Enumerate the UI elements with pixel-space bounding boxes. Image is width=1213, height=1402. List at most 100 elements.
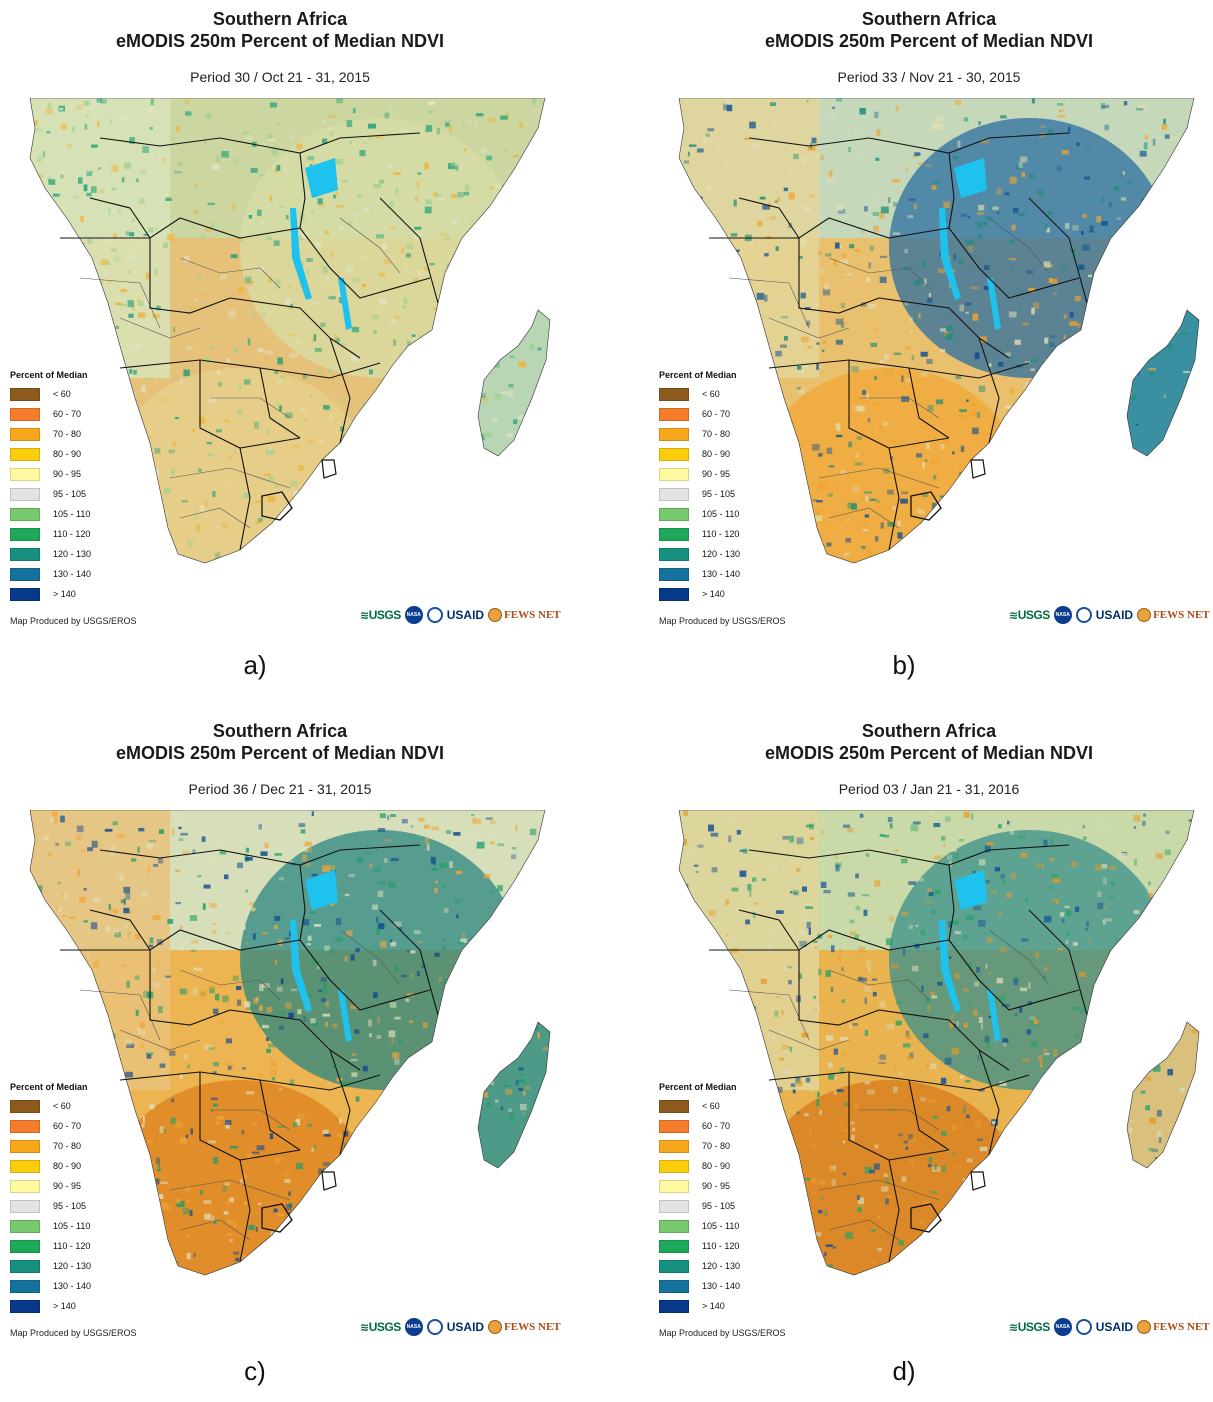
ndvi-pixel xyxy=(484,465,487,469)
ndvi-pixel xyxy=(553,102,559,106)
ndvi-pixel xyxy=(857,1207,861,1212)
ndvi-pixel xyxy=(987,937,993,943)
panel-period: Period 33 / Nov 21 - 30, 2015 xyxy=(649,69,1209,85)
ndvi-pixel xyxy=(242,1067,246,1069)
ndvi-pixel xyxy=(235,1258,239,1262)
ndvi-pixel xyxy=(117,341,123,343)
legend-item: 70 - 80 xyxy=(659,424,779,444)
ndvi-pixel xyxy=(826,971,831,977)
ndvi-pixel xyxy=(84,184,88,191)
ndvi-pixel xyxy=(853,405,860,411)
ndvi-pixel xyxy=(85,114,90,116)
ndvi-pixel xyxy=(46,287,50,292)
ndvi-pixel xyxy=(291,1285,296,1290)
ndvi-pixel xyxy=(1177,963,1181,970)
ndvi-pixel xyxy=(476,819,481,825)
ndvi-pixel xyxy=(752,878,756,883)
ndvi-pixel xyxy=(242,132,249,136)
ndvi-pixel xyxy=(1061,505,1065,511)
ndvi-pixel xyxy=(1007,1222,1012,1229)
ndvi-pixel xyxy=(1158,566,1164,568)
ndvi-pixel xyxy=(69,329,74,332)
ndvi-pixel xyxy=(1093,1204,1100,1208)
ndvi-pixel xyxy=(498,920,502,923)
ndvi-pixel xyxy=(1172,1262,1174,1265)
ndvi-pixel xyxy=(829,1278,832,1280)
ndvi-pixel xyxy=(354,1248,357,1253)
ndvi-pixel xyxy=(812,1191,816,1194)
ndvi-pixel xyxy=(72,978,75,981)
ndvi-pixel xyxy=(124,185,128,187)
ndvi-pixel xyxy=(1066,1151,1073,1153)
ndvi-pixel xyxy=(528,455,531,459)
ndvi-pixel xyxy=(318,990,322,992)
ndvi-pixel xyxy=(335,937,342,941)
ndvi-pixel xyxy=(115,326,119,329)
ndvi-pixel xyxy=(1136,317,1144,321)
ndvi-pixel xyxy=(916,453,922,457)
ndvi-pixel xyxy=(233,1252,239,1255)
ndvi-pixel xyxy=(269,1257,272,1261)
ndvi-pixel xyxy=(197,875,201,877)
ndvi-pixel xyxy=(372,315,379,319)
ndvi-pixel xyxy=(926,443,930,450)
ndvi-pixel xyxy=(1092,487,1095,493)
ndvi-pixel xyxy=(292,1255,300,1257)
ndvi-pixel xyxy=(356,1254,363,1259)
ndvi-pixel xyxy=(435,544,442,548)
ndvi-pixel xyxy=(781,316,788,318)
ndvi-pixel xyxy=(203,903,206,910)
ndvi-pixel xyxy=(955,1281,961,1285)
ndvi-pixel xyxy=(543,174,546,176)
ndvi-pixel xyxy=(275,402,279,406)
ndvi-pixel xyxy=(969,1262,976,1265)
ndvi-pixel xyxy=(1195,827,1199,829)
ndvi-pixel xyxy=(1094,388,1097,393)
ndvi-pixel xyxy=(1006,1188,1012,1194)
ndvi-pixel xyxy=(384,1290,387,1295)
ndvi-pixel xyxy=(355,1029,360,1033)
ndvi-pixel xyxy=(502,953,508,955)
ndvi-pixel xyxy=(815,947,818,949)
ndvi-pixel xyxy=(502,491,509,494)
ndvi-pixel xyxy=(1173,970,1177,974)
ndvi-pixel xyxy=(434,192,438,198)
ndvi-pixel xyxy=(92,841,98,848)
ndvi-pixel xyxy=(910,1159,915,1163)
ndvi-pixel xyxy=(488,1079,493,1085)
ndvi-pixel xyxy=(1184,1258,1189,1263)
ndvi-pixel xyxy=(374,184,381,188)
map-credit: Map Produced by USGS/EROS xyxy=(10,1328,137,1338)
ndvi-pixel xyxy=(185,111,191,115)
ndvi-pixel xyxy=(796,1111,799,1114)
legend-swatch xyxy=(659,448,689,461)
ndvi-pixel xyxy=(1127,332,1131,337)
ndvi-pixel xyxy=(477,842,485,849)
ndvi-pixel xyxy=(506,322,509,325)
ndvi-pixel xyxy=(882,422,889,426)
ndvi-pixel xyxy=(125,1039,132,1045)
ndvi-pixel xyxy=(307,943,312,945)
ndvi-pixel xyxy=(949,524,956,530)
ndvi-pixel xyxy=(521,1224,527,1230)
ndvi-pixel xyxy=(955,931,961,934)
ndvi-pixel xyxy=(318,198,323,204)
ndvi-pixel xyxy=(686,851,693,858)
ndvi-pixel xyxy=(650,960,656,966)
ndvi-pixel xyxy=(1064,472,1070,476)
ndvi-pixel xyxy=(373,1213,379,1216)
ndvi-pixel xyxy=(187,1234,189,1238)
ndvi-pixel xyxy=(137,508,140,513)
ndvi-pixel xyxy=(468,330,472,334)
ndvi-pixel xyxy=(921,930,925,936)
ndvi-pixel xyxy=(277,378,282,384)
ndvi-pixel xyxy=(189,576,197,581)
ndvi-pixel xyxy=(792,540,798,545)
ndvi-pixel xyxy=(69,917,76,919)
ndvi-pixel xyxy=(97,121,99,126)
ndvi-pixel xyxy=(399,1041,403,1045)
ndvi-pixel xyxy=(247,135,252,140)
ndvi-pixel xyxy=(329,498,336,501)
ndvi-pixel xyxy=(417,941,423,943)
